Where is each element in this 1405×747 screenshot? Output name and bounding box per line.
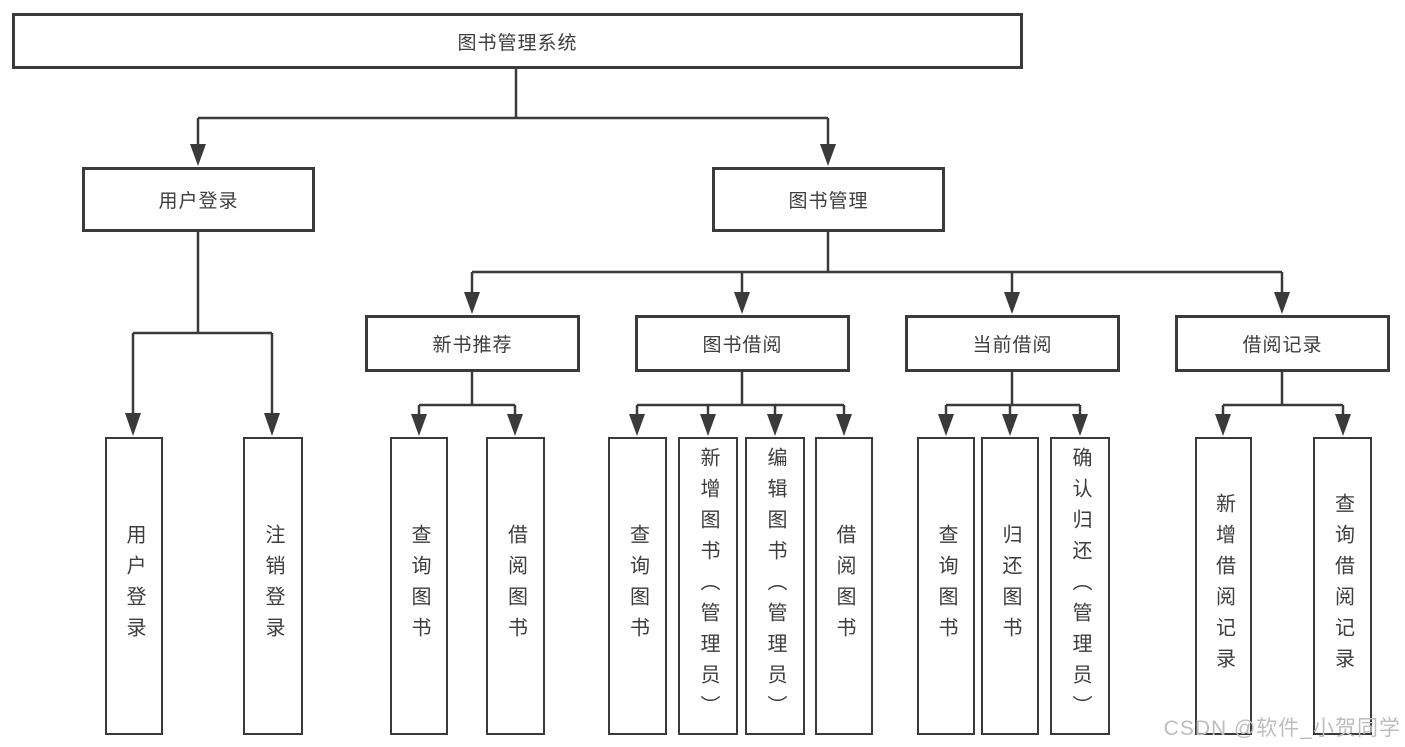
leaf-edit-book-admin: 编辑图书（管理员） [745,437,805,735]
leaf-edit-book-admin-label: 编辑图书（管理员） [764,446,786,726]
leaf-query-books-current: 查询图书 [917,437,975,735]
leaf-return-books: 归还图书 [981,437,1039,735]
leaf-user-login: 用户登录 [105,437,163,735]
leaf-user-login-label: 用户登录 [123,524,145,648]
leaf-borrow-books: 借阅图书 [815,437,873,735]
leaf-return-books-label: 归还图书 [999,524,1021,648]
node-current-borrowing: 当前借阅 [905,315,1120,372]
leaf-borrow-books-recommend: 借阅图书 [486,437,545,735]
node-library-management-system: 图书管理系统 [12,13,1023,69]
leaf-query-borrow-record: 查询借阅记录 [1313,437,1372,735]
leaf-borrow-books-recommend-label: 借阅图书 [504,524,527,648]
leaf-borrow-books-label: 借阅图书 [833,524,855,648]
leaf-add-book-admin-label: 新增图书（管理员） [697,446,719,726]
node-book-management: 图书管理 [712,167,945,232]
leaf-logout-label: 注销登录 [262,524,284,648]
leaf-query-borrow-record-label: 查询借阅记录 [1331,493,1354,679]
leaf-logout: 注销登录 [243,437,303,735]
leaf-query-books-recommend: 查询图书 [390,437,448,735]
leaf-add-borrow-record: 新增借阅记录 [1195,437,1252,735]
leaf-query-books-borrowing-label: 查询图书 [626,524,649,648]
node-user-login: 用户登录 [82,167,315,232]
leaf-query-books-borrowing: 查询图书 [608,437,667,735]
node-borrowing-records: 借阅记录 [1175,315,1390,372]
node-new-book-recommendation: 新书推荐 [365,315,580,372]
leaf-confirm-return-admin: 确认归还（管理员） [1050,437,1110,735]
watermark: CSDN @软件_小贺同学 [1163,717,1401,740]
leaf-query-books-current-label: 查询图书 [935,524,957,648]
leaf-add-borrow-record-label: 新增借阅记录 [1212,493,1235,679]
leaf-add-book-admin: 新增图书（管理员） [678,437,738,735]
node-book-borrowing: 图书借阅 [635,315,850,372]
leaf-confirm-return-admin-label: 确认归还（管理员） [1069,446,1091,726]
leaf-query-books-recommend-label: 查询图书 [408,524,430,648]
